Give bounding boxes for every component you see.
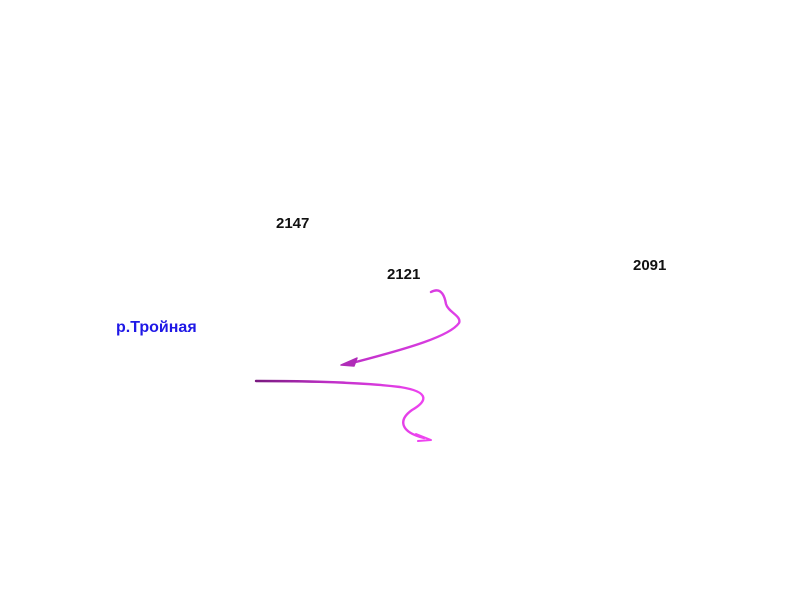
route-lower-line bbox=[254, 379, 426, 440]
elevation-label-2121: 2121 bbox=[387, 266, 421, 283]
route-lower-arrowhead bbox=[415, 433, 432, 442]
route-upper-line bbox=[350, 289, 461, 365]
river-label: р.Тройная bbox=[116, 319, 197, 336]
elevation-label-2147: 2147 bbox=[276, 215, 310, 232]
route-upper-arrowhead bbox=[340, 357, 358, 367]
elevation-label-2091: 2091 bbox=[633, 257, 667, 274]
